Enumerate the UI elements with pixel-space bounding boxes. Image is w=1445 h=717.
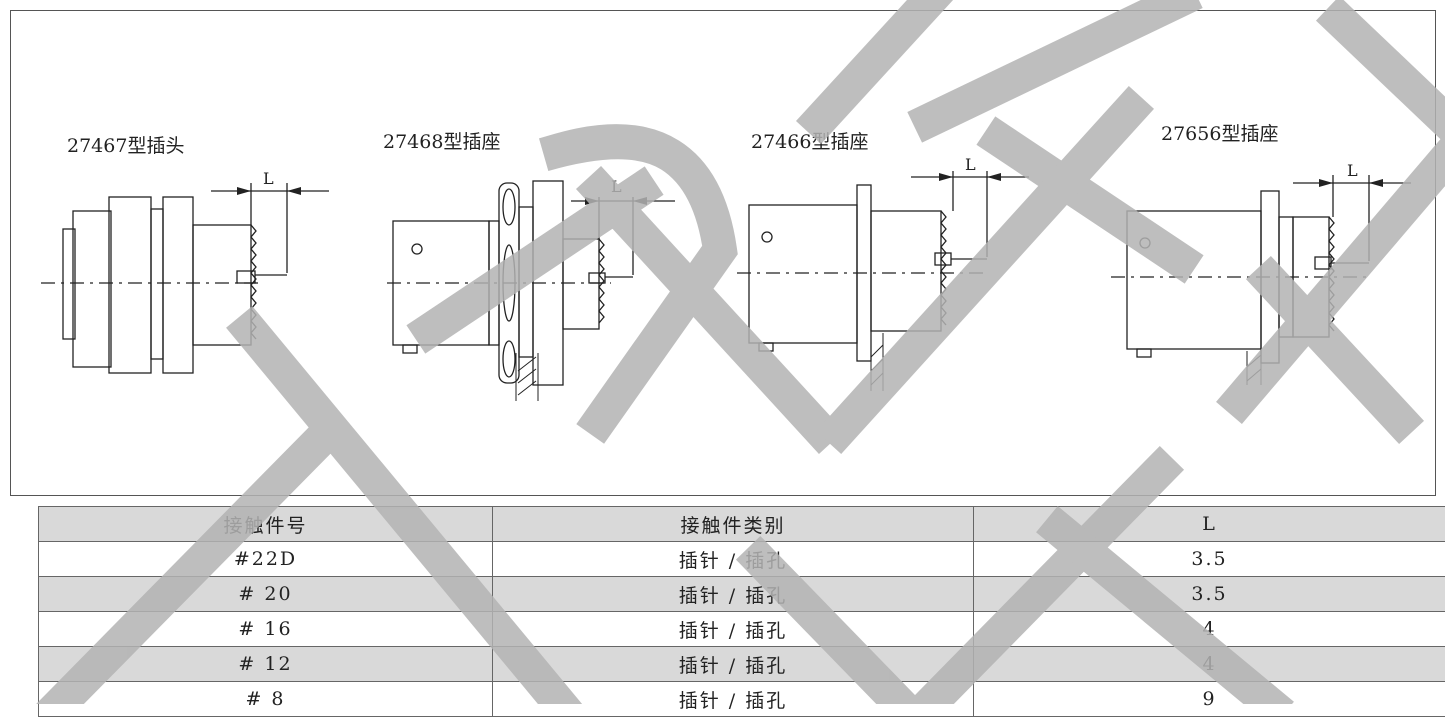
connector-title-27468: 27468型插座: [383, 127, 500, 154]
header-contact-type: 接触件类别: [493, 507, 974, 542]
cell-contact-type: 插针 / 插孔: [493, 647, 974, 682]
drawing-panel: 27467型插头 27468型插座 27466型插座 27656型插座 L L …: [10, 10, 1436, 496]
dim-label-27656: L: [1347, 161, 1358, 180]
table-row: # 12 插针 / 插孔 4: [39, 647, 1445, 682]
dim-label-27467: L: [263, 169, 274, 188]
cell-contact-no: # 16: [39, 612, 493, 647]
cell-contact-no: # 8: [39, 682, 493, 717]
cell-length: 9: [974, 682, 1445, 717]
header-length: L: [974, 507, 1445, 542]
cell-length: 4: [974, 647, 1445, 682]
dim-label-27466: L: [965, 155, 976, 174]
cell-contact-type: 插针 / 插孔: [493, 542, 974, 577]
cell-contact-no: # 20: [39, 577, 493, 612]
header-contact-no: 接触件号: [39, 507, 493, 542]
connector-title-27466: 27466型插座: [751, 127, 868, 154]
cell-contact-type: 插针 / 插孔: [493, 682, 974, 717]
contact-spec-table: 接触件号 接触件类别 L #22D 插针 / 插孔 3.5 # 20 插针 / …: [38, 506, 1445, 717]
connector-title-27656: 27656型插座: [1161, 119, 1278, 146]
cell-contact-type: 插针 / 插孔: [493, 577, 974, 612]
cell-length: 3.5: [974, 542, 1445, 577]
plug-27467-drawing: [41, 183, 329, 373]
receptacle-27656-drawing: [1111, 175, 1411, 385]
dim-label-27468: L: [611, 177, 622, 196]
receptacle-27468-drawing: [387, 181, 675, 401]
connector-drawings: [11, 11, 1435, 495]
cell-length: 4: [974, 612, 1445, 647]
table-row: # 16 插针 / 插孔 4: [39, 612, 1445, 647]
cell-contact-no: # 12: [39, 647, 493, 682]
table-header-row: 接触件号 接触件类别 L: [39, 507, 1445, 542]
receptacle-27466-drawing: [737, 171, 1029, 391]
cell-length: 3.5: [974, 577, 1445, 612]
table-row: # 20 插针 / 插孔 3.5: [39, 577, 1445, 612]
table-row: # 8 插针 / 插孔 9: [39, 682, 1445, 717]
table-row: #22D 插针 / 插孔 3.5: [39, 542, 1445, 577]
connector-title-27467: 27467型插头: [67, 131, 184, 158]
cell-contact-type: 插针 / 插孔: [493, 612, 974, 647]
cell-contact-no: #22D: [39, 542, 493, 577]
